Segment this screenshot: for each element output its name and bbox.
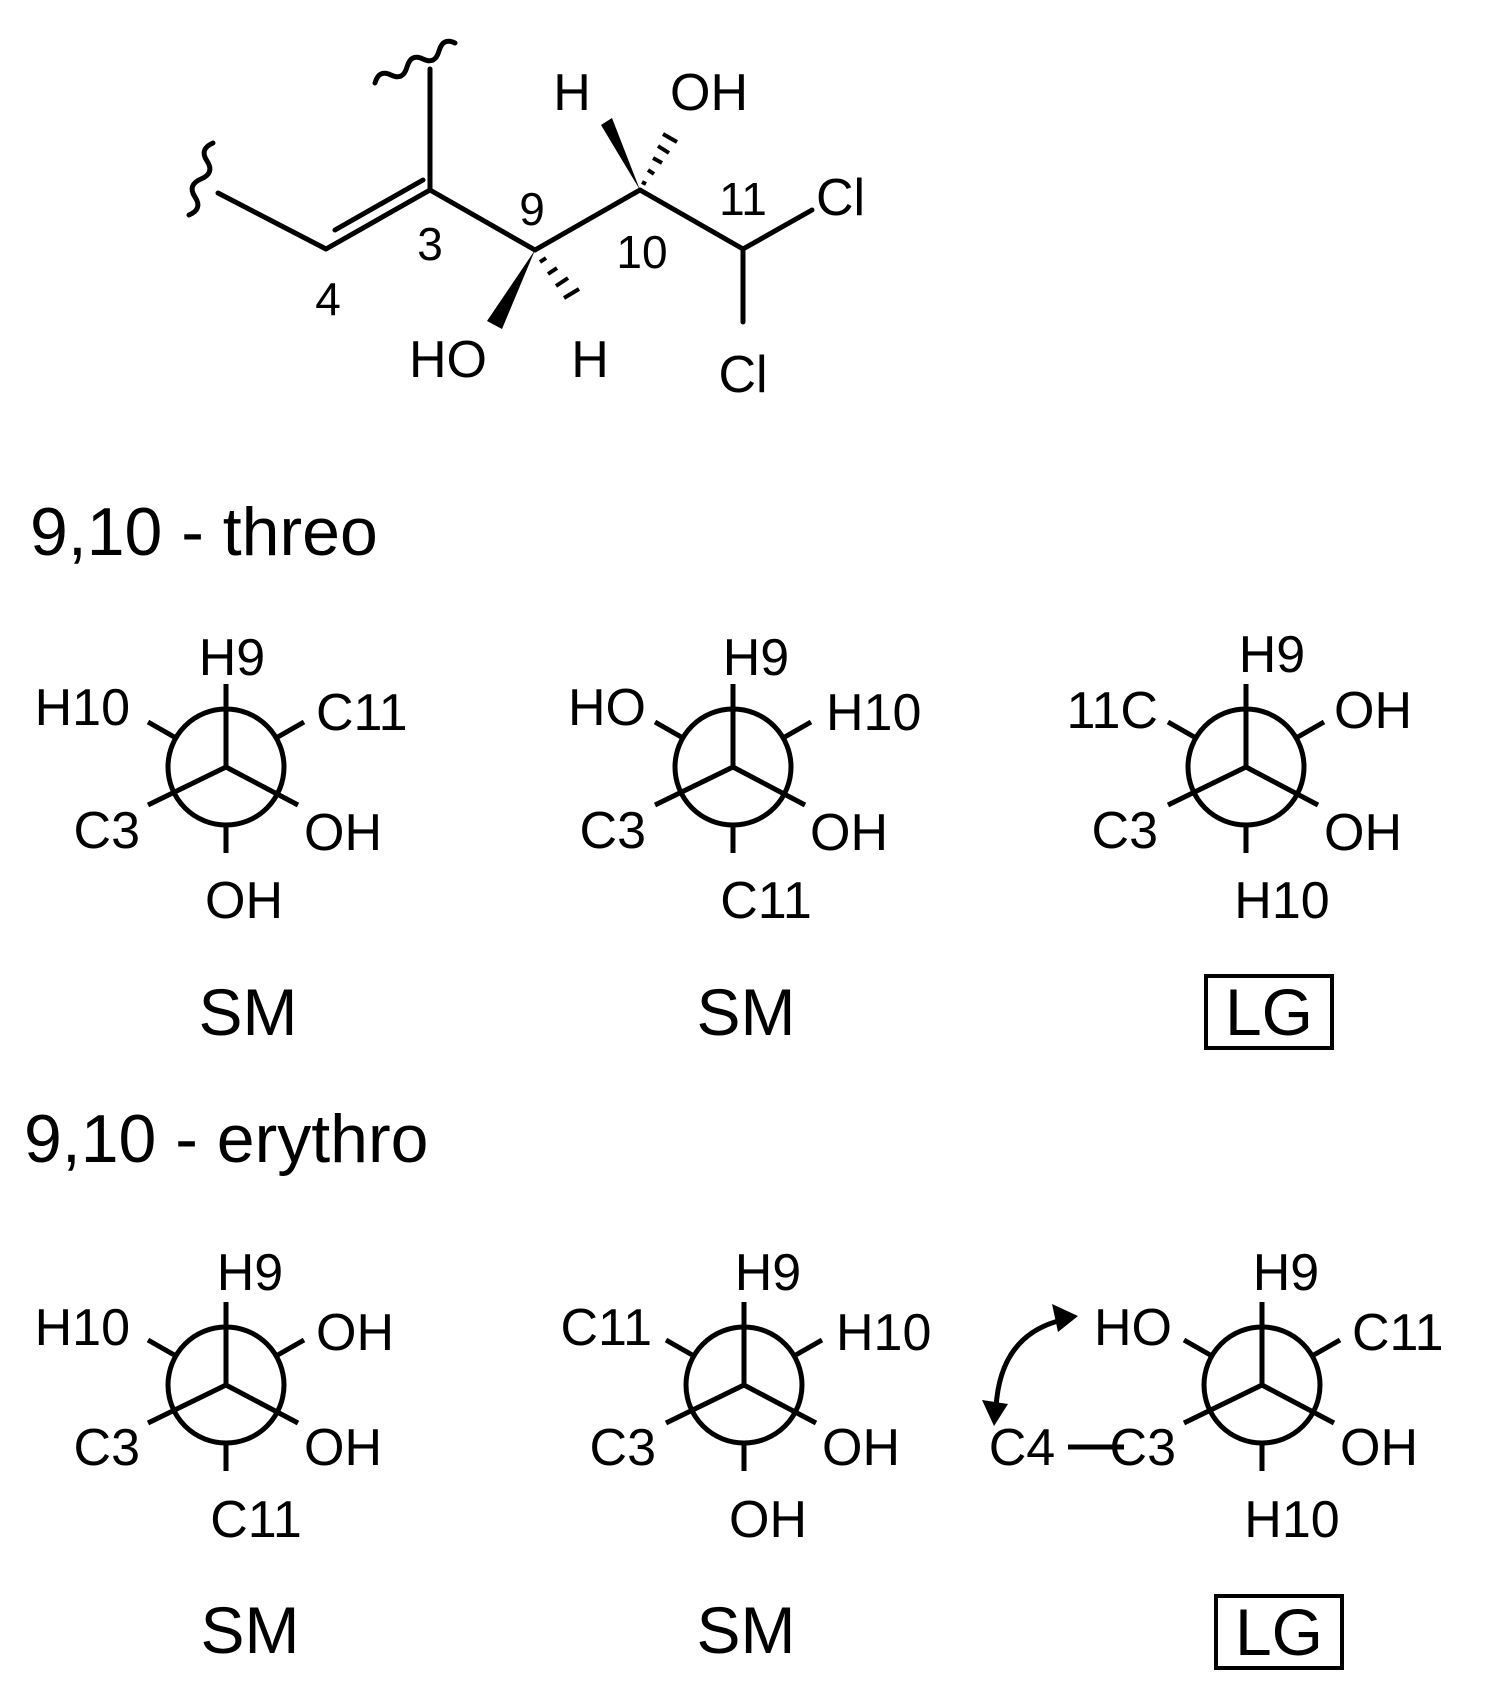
label-extension-c4: C4 [989, 1419, 1055, 1477]
caption-sm: SM [201, 1593, 300, 1667]
atom-ho-bottom: HO [409, 331, 487, 389]
wavy-bond-left [186, 140, 216, 218]
label-back-upper-left: HO [1094, 1299, 1172, 1357]
label-front-top: H9 [1239, 626, 1305, 684]
newman-threo-1: H9 H10 C11 C3 OH OH SM [35, 629, 408, 1049]
bond-c9-c10 [532, 187, 643, 253]
atom-cl-right: Cl [816, 169, 865, 227]
label-back-upper-left: H10 [35, 679, 130, 737]
label-back-upper-left: C11 [560, 1299, 652, 1357]
wedge-bond-c10-h [601, 118, 640, 190]
bond-c11-cl-right [740, 207, 815, 252]
label-front-lower-right: OH [304, 1419, 382, 1477]
locant-c4: 4 [315, 273, 341, 325]
label-back-upper-right: OH [1334, 682, 1412, 740]
label-front-lower-right: OH [304, 804, 382, 862]
caption-sm: SM [697, 1593, 796, 1667]
caption-sm: SM [199, 975, 298, 1049]
atom-h-bottom: H [571, 331, 609, 389]
locant-c11: 11 [719, 173, 767, 225]
bond-c4-c3 [323, 187, 433, 252]
label-front-top: H9 [1253, 1244, 1319, 1302]
caption-lg: LG [1235, 1595, 1323, 1669]
newman-erythro-3: H9 HO C11 C3 OH H10 C4 LG [982, 1244, 1444, 1670]
newman-erythro-1: H9 H10 OH C3 OH C11 SM [35, 1244, 394, 1667]
label-front-top: H9 [199, 629, 265, 687]
label-front-lower-right: OH [1340, 1419, 1418, 1477]
caption-box [1214, 1594, 1344, 1670]
wavy-bond-top [372, 38, 458, 86]
bond-c3-c4-double [332, 177, 426, 233]
hashed-bond-c9-h [538, 256, 581, 300]
label-back-upper-right: OH [316, 1304, 394, 1362]
label-back-upper-right: H10 [826, 684, 921, 742]
label-front-top: H9 [723, 629, 789, 687]
newman-threo-3: H9 11C OH C3 OH H10 LG [1066, 626, 1412, 1050]
atom-h-top: H [553, 64, 591, 122]
label-back-bottom: H10 [1234, 872, 1329, 930]
label-back-bottom: H10 [1244, 1491, 1339, 1549]
structural-formula [186, 38, 815, 325]
section-title-threo: 9,10 - threo [30, 494, 378, 570]
label-front-top: H9 [217, 1244, 283, 1302]
label-front-lower-left: C3 [1092, 802, 1158, 860]
label-back-upper-left: H10 [35, 1299, 130, 1357]
caption-sm: SM [697, 975, 796, 1049]
bond-c3-c9 [427, 187, 538, 253]
label-front-lower-right: OH [822, 1419, 900, 1477]
wedge-bond-c9-ho [487, 250, 535, 329]
label-back-upper-right: H10 [836, 1304, 931, 1362]
label-back-upper-left: HO [568, 679, 646, 737]
atom-oh-top: OH [670, 64, 748, 122]
atom-cl-bottom: Cl [718, 346, 767, 404]
arrowhead-top [1052, 1304, 1078, 1332]
label-front-lower-left: C3 [74, 802, 140, 860]
newman-erythro-2: H9 C11 H10 C3 OH OH SM [560, 1244, 931, 1667]
caption-box [1204, 974, 1334, 1050]
bond-c10-c11 [637, 187, 746, 252]
label-back-bottom: OH [729, 1491, 807, 1549]
label-front-lower-left: C3 [74, 1419, 140, 1477]
label-back-bottom: C11 [210, 1491, 302, 1549]
label-front-lower-right: OH [810, 804, 888, 862]
newman-threo-2: H9 HO H10 C3 OH C11 SM [568, 629, 921, 1049]
label-front-lower-right: OH [1324, 804, 1402, 862]
locant-c3: 3 [417, 218, 443, 270]
label-front-lower-left: C3 [580, 802, 646, 860]
label-back-upper-left: 11C [1066, 682, 1158, 740]
label-back-bottom: OH [205, 872, 283, 930]
label-front-top: H9 [735, 1244, 801, 1302]
bond-chain-c4 [215, 190, 329, 252]
locant-c10: 10 [616, 226, 667, 278]
arrowhead-bottom [982, 1400, 1008, 1426]
hashed-bond-c10-oh [641, 132, 678, 186]
label-back-bottom: C11 [720, 872, 812, 930]
label-back-upper-right: C11 [316, 684, 408, 742]
section-title-erythro: 9,10 - erythro [24, 1101, 428, 1177]
label-front-lower-left: C3 [590, 1419, 656, 1477]
locant-c9: 9 [519, 183, 545, 235]
label-back-upper-right: C11 [1352, 1304, 1444, 1362]
caption-lg: LG [1225, 975, 1313, 1049]
rotation-arrow-icon [993, 1317, 1063, 1409]
